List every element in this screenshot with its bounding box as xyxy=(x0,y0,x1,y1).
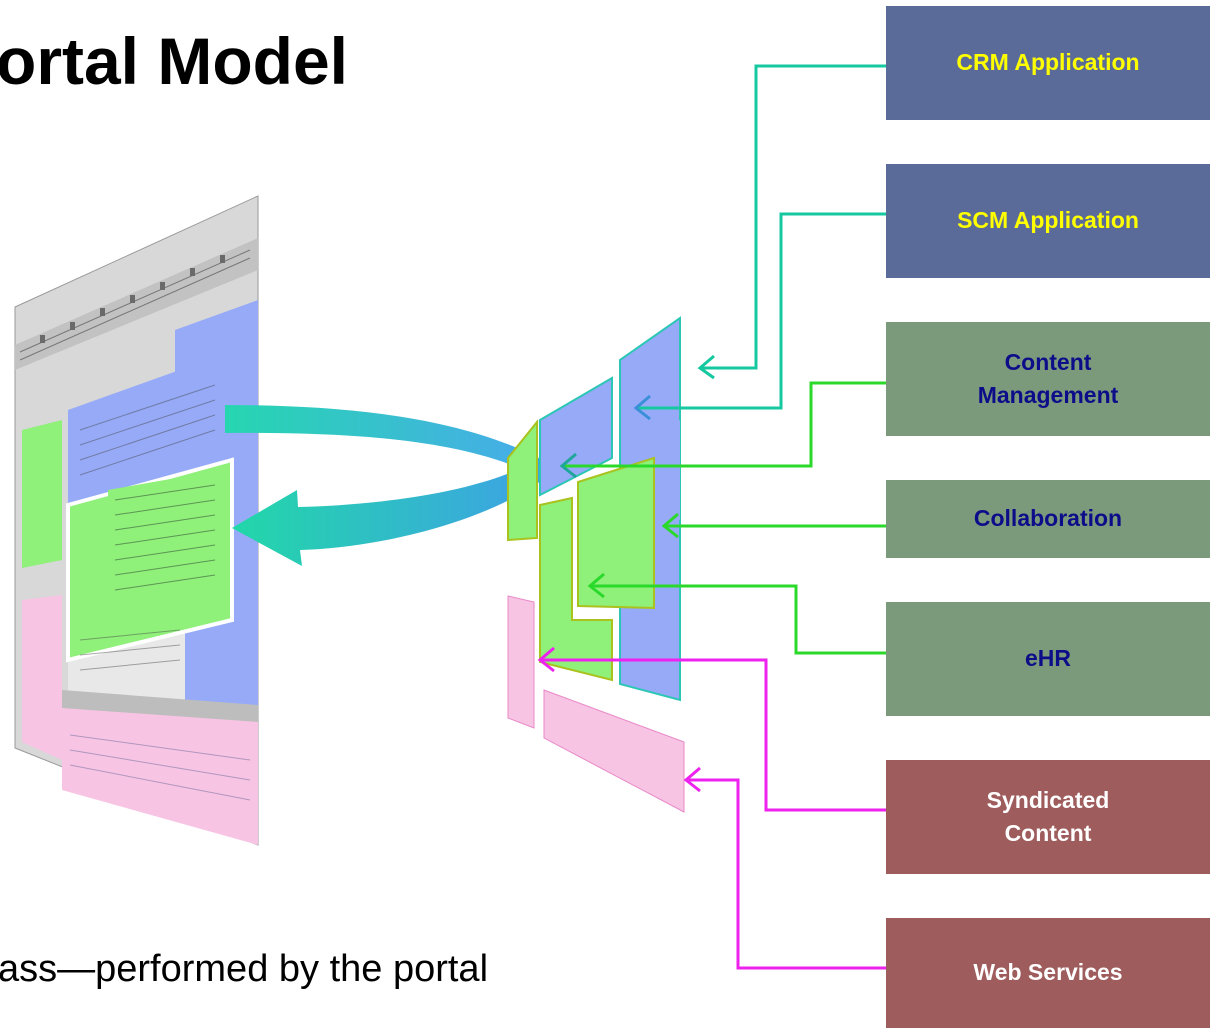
flow-arrow-in xyxy=(232,455,557,566)
collaboration-label: Collaboration xyxy=(973,505,1123,532)
connector-webservices xyxy=(686,778,902,970)
scm-application-label: SCM Application xyxy=(957,207,1139,234)
crm-application-box: CRM Application xyxy=(886,6,1210,120)
connector-ehr xyxy=(590,584,902,655)
slide-caption: ass—performed by the portal xyxy=(0,948,489,990)
ehr-label: eHR xyxy=(1024,645,1071,672)
content-management-box: Content Management xyxy=(886,322,1210,436)
syndicated-content-box: Syndicated Content xyxy=(886,760,1210,874)
flow-arrow-out xyxy=(225,405,560,482)
content-management-label-line1: Content xyxy=(1004,348,1092,375)
content-management-label-line2: Management xyxy=(977,382,1119,408)
ehr-box: eHR xyxy=(886,602,1210,716)
connector-scm xyxy=(636,212,902,410)
portlet-stack xyxy=(507,316,685,813)
portal-screenshot xyxy=(12,188,262,864)
connector-crm xyxy=(700,64,902,370)
collaboration-box: Collaboration xyxy=(886,480,1210,558)
syndicated-content-label-line1: Syndicated xyxy=(986,786,1110,813)
scm-application-box: SCM Application xyxy=(886,164,1210,278)
crm-application-label: CRM Application xyxy=(956,49,1140,76)
connector-content xyxy=(562,381,902,468)
connectors xyxy=(537,64,902,970)
syndicated-content-label-line2: Content xyxy=(1004,820,1092,846)
web-services-label: Web Services xyxy=(973,959,1123,986)
slide-title: ortal Model xyxy=(0,24,349,98)
connector-syndicated xyxy=(540,658,902,812)
web-services-box: Web Services xyxy=(886,918,1210,1028)
